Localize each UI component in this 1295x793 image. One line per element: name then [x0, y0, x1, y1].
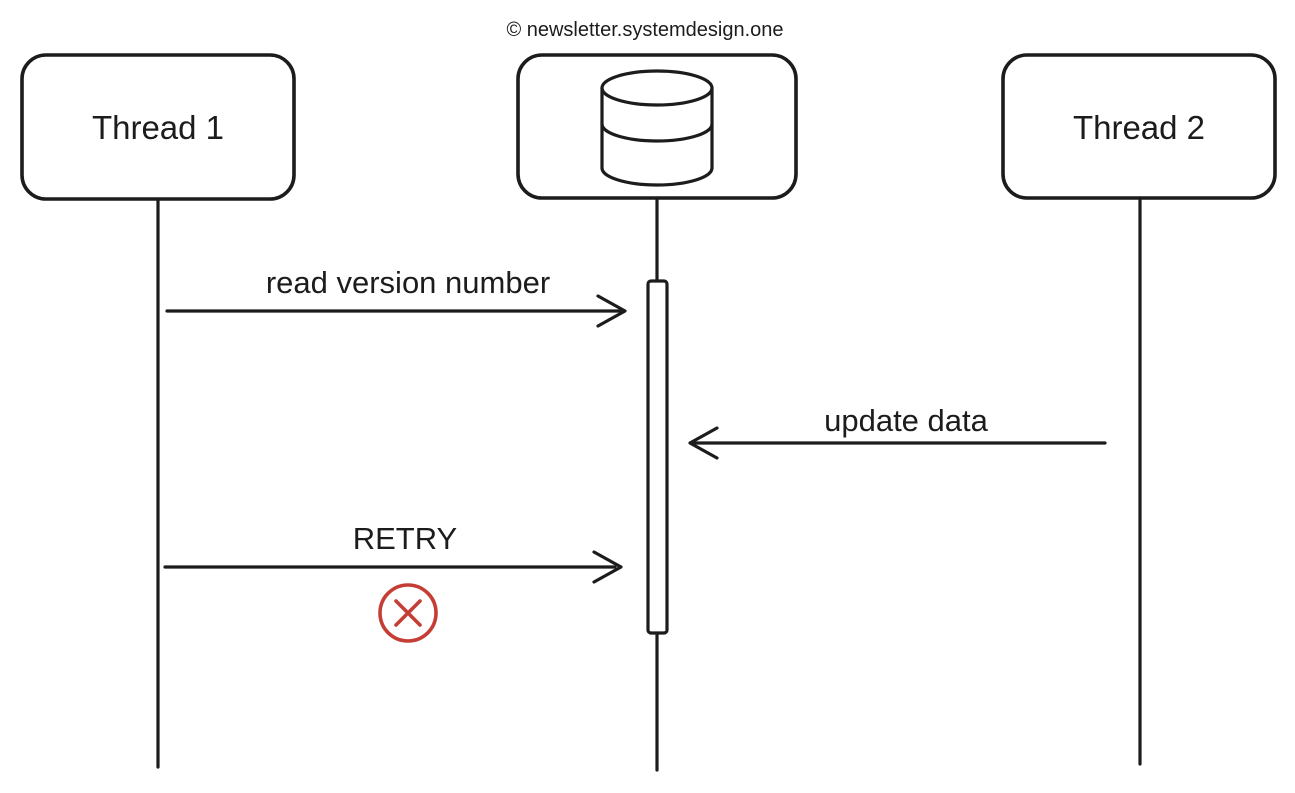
arrowhead-right-icon	[592, 550, 623, 584]
activation-bar	[646, 279, 669, 635]
message-read-version: read version number	[165, 265, 627, 328]
participant-database	[516, 53, 798, 200]
participant-thread1: Thread 1	[20, 53, 296, 201]
database-icon	[600, 69, 714, 187]
arrowhead-left-icon	[688, 426, 719, 460]
message-read-version-label: read version number	[266, 265, 550, 300]
thread1-label: Thread 1	[92, 109, 224, 146]
arrowhead-right-icon	[596, 294, 627, 328]
participant-thread2: Thread 2	[1001, 53, 1277, 200]
thread2-label: Thread 2	[1073, 109, 1205, 146]
message-update-data-label: update data	[824, 403, 989, 438]
database-box	[516, 53, 798, 200]
watermark-text: © newsletter.systemdesign.one	[506, 19, 783, 41]
error-x-icon	[378, 583, 438, 643]
message-retry: RETRY	[163, 521, 623, 584]
message-update-data: update data	[688, 403, 1107, 460]
message-retry-label: RETRY	[353, 521, 458, 556]
